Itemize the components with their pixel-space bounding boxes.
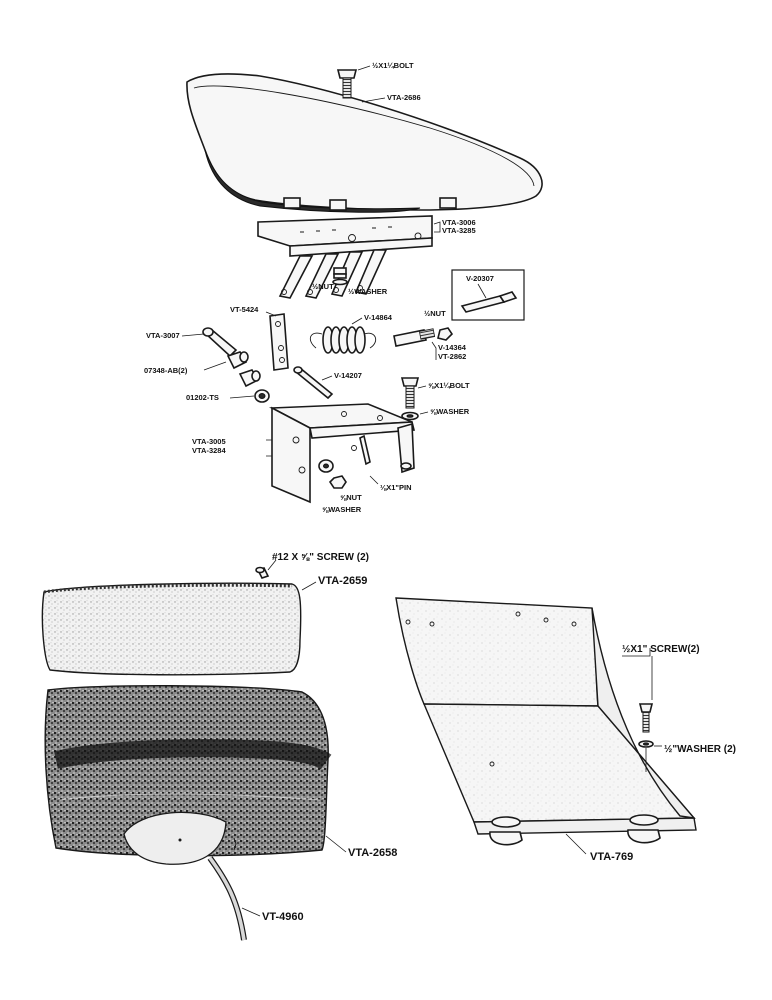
v14364-label: V-14364 bbox=[438, 343, 467, 352]
pin-label: ⅛X1"PIN bbox=[380, 483, 412, 492]
vta3007-label: VTA-3007 bbox=[146, 331, 180, 340]
v14207-label: V-14207 bbox=[334, 371, 362, 380]
base-label-a: VTA-3005 bbox=[192, 437, 226, 446]
back-cushion bbox=[41, 582, 302, 676]
washer-icon bbox=[318, 459, 334, 473]
cushion-back-label: VTA-2659 bbox=[318, 575, 367, 587]
bushing-icon bbox=[226, 351, 261, 388]
washer-icon bbox=[332, 278, 348, 286]
nut-half-right-label: ½NUT bbox=[424, 309, 446, 318]
nut-icon bbox=[437, 327, 454, 341]
hose bbox=[207, 856, 247, 941]
seat-pan bbox=[186, 73, 543, 213]
hose-label: VT-4960 bbox=[262, 911, 304, 923]
vt5424-label: VT-5424 bbox=[230, 305, 259, 314]
bolt-icon bbox=[293, 366, 334, 400]
cushion-seat-label: VTA-2658 bbox=[348, 847, 397, 859]
base-label-b: VTA-3284 bbox=[192, 446, 226, 455]
link-plate bbox=[269, 313, 289, 371]
nut-58-label: ⅝NUT bbox=[340, 493, 362, 502]
washer-58-low-label: ⅝WASHER bbox=[322, 505, 362, 514]
bolt-58-label: ⅝X1¼BOLT bbox=[428, 381, 470, 390]
seat-tray bbox=[395, 597, 697, 846]
inset-part-label: V-20307 bbox=[466, 274, 494, 283]
fitting-label: 01202-TS bbox=[186, 393, 219, 402]
pin-icon bbox=[202, 327, 238, 358]
nut-half-left-label: ½NUT bbox=[312, 282, 334, 291]
pin-icon bbox=[393, 328, 436, 347]
screw-12-label: #12 X ⅝" SCREW (2) bbox=[272, 552, 369, 563]
washer-half-2-label: ½"WASHER (2) bbox=[664, 744, 736, 755]
pin-icon bbox=[359, 434, 371, 466]
base-bracket bbox=[268, 403, 416, 504]
bracket-label-a: VTA-3006 bbox=[442, 218, 476, 227]
fitting-icon bbox=[254, 389, 270, 403]
screw-half-label: ½X1" SCREW(2) bbox=[622, 644, 700, 655]
washer-icon bbox=[638, 740, 654, 748]
nut-icon bbox=[328, 475, 347, 489]
spring-label: V-14864 bbox=[364, 313, 393, 322]
vt2862-label: VT-2862 bbox=[438, 352, 466, 361]
mounting-bracket bbox=[257, 215, 433, 299]
bracket-label-b: VTA-3285 bbox=[442, 226, 476, 235]
seat-pan-label: VTA-2686 bbox=[387, 93, 421, 102]
screw-icon bbox=[638, 703, 654, 733]
pin-icon bbox=[460, 283, 518, 313]
washer-58-label: ⅝WASHER bbox=[430, 407, 470, 416]
bushing-label: 07348-AB(2) bbox=[144, 366, 188, 375]
inset-box: V-20307 bbox=[451, 269, 525, 321]
screw-icon bbox=[255, 566, 270, 579]
washer-half-top-label: ½WASHER bbox=[348, 287, 388, 296]
washer-icon bbox=[401, 411, 419, 421]
seat-cushion bbox=[44, 685, 332, 865]
seat-tray-label: VTA-769 bbox=[590, 851, 633, 863]
bolt-top-label: ½X1¼BOLT bbox=[372, 61, 414, 70]
spring-icon bbox=[309, 326, 377, 354]
bolt-icon bbox=[400, 377, 420, 409]
bolt-icon bbox=[336, 69, 358, 99]
nut-icon bbox=[333, 267, 347, 279]
